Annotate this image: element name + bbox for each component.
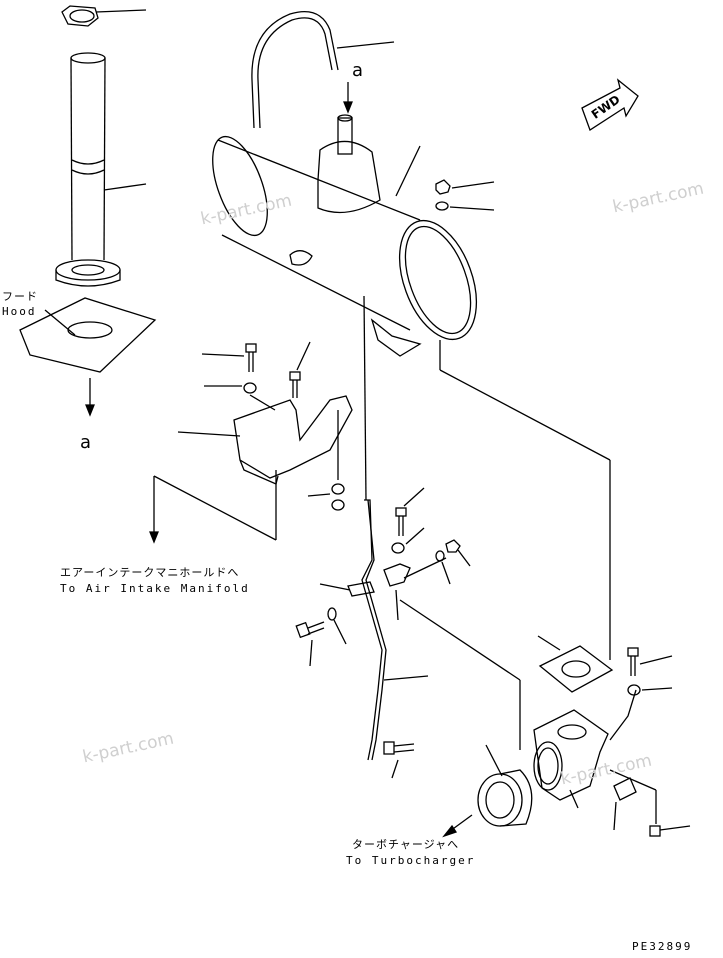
ref-letter-bottom: a xyxy=(80,432,92,453)
hood-label-en: Hood xyxy=(2,305,37,318)
bellows xyxy=(477,744,533,827)
arrow-down-to-a xyxy=(85,378,95,417)
clamp-and-bolts-right xyxy=(383,487,471,621)
turbo-label-en: To Turbocharger xyxy=(346,854,476,867)
arrow-a-down xyxy=(343,82,353,114)
rain-cap xyxy=(61,5,147,27)
drawing-number: PE32899 xyxy=(632,940,693,953)
fwd-arrow-icon xyxy=(581,78,639,131)
muffler-body xyxy=(212,114,477,357)
air-intake-leader xyxy=(149,470,277,544)
muffler-nuts xyxy=(435,179,495,211)
air-intake-label-en: To Air Intake Manifold xyxy=(60,582,250,595)
hood-label-jp: フード xyxy=(2,290,38,303)
bolts-right xyxy=(609,647,691,837)
exhaust-stack-pipe xyxy=(55,52,147,287)
hose xyxy=(251,10,395,129)
hood-plate xyxy=(19,297,157,373)
air-intake-label-jp: エアーインテークマニホールドへ xyxy=(60,566,240,579)
turbo-arrow xyxy=(442,814,473,838)
drain-pipe xyxy=(319,295,429,761)
bolts-and-washers-left xyxy=(201,341,345,511)
assembly-guide-lines xyxy=(399,340,611,750)
turbo-label-jp: ターボチャージャへ xyxy=(352,838,460,851)
ref-letter-top: a xyxy=(352,60,364,81)
bolts-center xyxy=(295,607,415,779)
gasket xyxy=(537,635,614,693)
support-bracket xyxy=(177,395,353,485)
elbow xyxy=(533,709,609,809)
